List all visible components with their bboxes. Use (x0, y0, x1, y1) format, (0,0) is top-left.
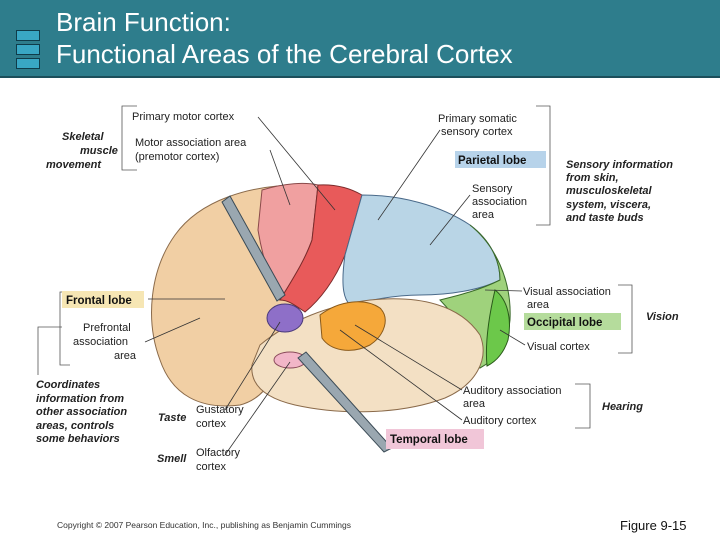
bracket-somatic (536, 105, 551, 226)
label-olfactory-2: cortex (196, 461, 226, 473)
leader-sensory-assoc (429, 194, 471, 246)
label-skeletal-1: Skeletal (62, 131, 105, 143)
parietal-lobe-box (455, 151, 546, 168)
frontal-lobe-box (62, 291, 144, 308)
temporal-lobe-box (386, 429, 484, 449)
label-sensory-info-2: from skin, (566, 172, 619, 184)
label-sensory-info-5: and taste buds (566, 212, 644, 224)
label-motor-assoc-2: (premotor cortex) (135, 151, 219, 163)
brackets (37, 105, 633, 429)
leader-prefrontal (144, 317, 201, 343)
label-sensory-assoc-1: Sensory (472, 183, 513, 195)
leader-auditory-cortex (339, 329, 463, 421)
label-gustatory-1: Gustatory (196, 404, 244, 416)
leader-primary-motor (257, 116, 336, 211)
label-sensory-assoc-3: area (472, 209, 495, 221)
label-sensory-assoc-2: association (472, 196, 527, 208)
occipital-lobe-box (524, 313, 621, 330)
label-temporal-lobe: Temporal lobe (390, 434, 468, 446)
label-visual-assoc-2: area (527, 299, 550, 311)
label-visual-cortex: Visual cortex (527, 341, 590, 353)
label-sensory-info-1: Sensory information (566, 159, 673, 171)
label-coordinates-1: Coordinates (36, 379, 100, 391)
label-prefrontal-3: area (114, 350, 137, 362)
brain (151, 182, 511, 453)
bracket-coordinates (37, 326, 62, 375)
label-sensory-info-4: system, viscera, (566, 199, 651, 211)
leader-visual-assoc (484, 289, 523, 292)
leader-lines (144, 116, 526, 456)
label-prefrontal-1: Prefrontal (83, 322, 131, 334)
leader-primary-somatic (377, 129, 441, 221)
label-smell: Smell (157, 453, 187, 465)
label-primary-somatic-2: sensory cortex (441, 126, 513, 138)
label-skeletal-3: movement (46, 159, 102, 171)
leader-gustatory (224, 321, 281, 411)
label-gustatory-2: cortex (196, 418, 226, 430)
header-decoration (16, 30, 40, 69)
slide-header: Brain Function: Functional Areas of the … (0, 0, 720, 78)
label-auditory-assoc-1: Auditory association (463, 385, 561, 397)
label-vision: Vision (646, 311, 679, 323)
label-hearing: Hearing (602, 401, 643, 413)
label-olfactory-1: Olfactory (196, 447, 241, 459)
leader-motor-assoc (269, 149, 291, 206)
label-coordinates-3: other association (36, 406, 127, 418)
label-motor-assoc-1: Motor association area (135, 137, 247, 149)
label-auditory-cortex: Auditory cortex (463, 415, 537, 427)
bracket-hearing (575, 383, 591, 429)
title-line-1: Brain Function: (56, 7, 231, 37)
bracket-vision (618, 284, 633, 354)
brain-diagram: Primary motor cortex Motor association a… (36, 105, 679, 473)
label-auditory-assoc-2: area (463, 398, 486, 410)
label-sensory-info-3: musculoskeletal (566, 185, 653, 197)
figure-number: Figure 9-15 (620, 518, 687, 533)
label-coordinates-5: some behaviors (36, 433, 120, 445)
leader-auditory-assoc (354, 324, 463, 391)
probe-upper (221, 195, 286, 302)
label-occipital-lobe: Occipital lobe (527, 317, 602, 329)
label-frontal-lobe: Frontal lobe (66, 295, 132, 307)
label-primary-motor: Primary motor cortex (132, 111, 235, 123)
auditory-region (319, 301, 386, 351)
label-taste: Taste (158, 412, 186, 424)
label-skeletal-2: muscle (80, 145, 118, 157)
label-parietal-lobe: Parietal lobe (458, 155, 526, 167)
leader-visual-cortex (499, 329, 526, 346)
visual-cortex-region (485, 289, 510, 367)
copyright-notice: Copyright © 2007 Pearson Education, Inc.… (57, 520, 352, 530)
label-coordinates-2: information from (36, 393, 124, 405)
label-coordinates-4: areas, controls (36, 420, 114, 432)
gustatory-region (266, 303, 304, 333)
title-line-2: Functional Areas of the Cerebral Cortex (56, 39, 513, 69)
primary-motor-region (279, 184, 363, 313)
bracket-motor (121, 105, 137, 171)
slide-title: Brain Function: Functional Areas of the … (56, 6, 513, 70)
label-prefrontal-2: association (73, 336, 128, 348)
label-visual-assoc-1: Visual association (523, 286, 611, 298)
label-primary-somatic-1: Primary somatic (438, 113, 517, 125)
leader-olfactory (224, 361, 291, 456)
